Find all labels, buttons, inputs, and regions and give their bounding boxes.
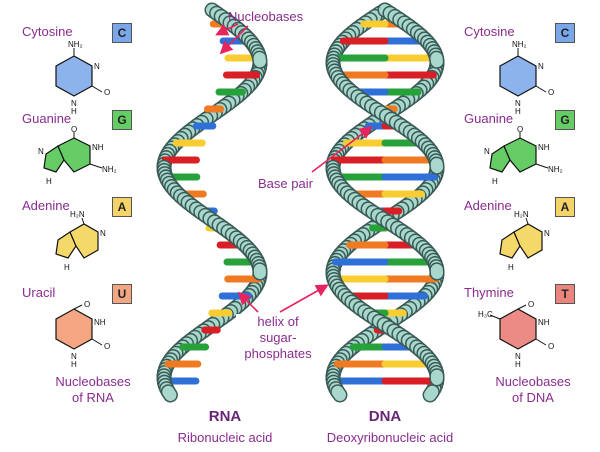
adenine-structure-left: H₂N N H xyxy=(55,210,106,272)
dna-base-rungs xyxy=(329,20,441,385)
cytosine-structure-left: NH₂ N O N H xyxy=(55,40,110,116)
nucleobases-arrow-1 xyxy=(215,23,239,36)
svg-text:N: N xyxy=(94,62,100,71)
svg-text:N: N xyxy=(38,147,44,156)
helix-arrow-rna xyxy=(237,291,259,313)
dna-caption-line2: of DNA xyxy=(512,390,554,405)
helix-label-line3: phosphates xyxy=(244,346,312,361)
svg-text:O: O xyxy=(517,125,523,134)
dna-backbone-segment-s1-119 xyxy=(424,385,439,401)
dna-subtitle: Deoxyribonucleic acid xyxy=(326,430,454,445)
left-adenine-label: Adenine xyxy=(22,198,70,213)
svg-text:N: N xyxy=(484,147,490,156)
svg-text:O: O xyxy=(71,125,77,134)
adenine-structure-right: H₂N N H xyxy=(499,210,550,272)
guanine-structure-left: O NH NH₂ N H xyxy=(38,125,117,186)
helix-label-line1: helix of xyxy=(257,314,299,329)
svg-text:NH₂: NH₂ xyxy=(68,40,83,49)
left-cytosine-label: Cytosine xyxy=(22,24,73,39)
right-cytosine-label: Cytosine xyxy=(464,24,515,39)
left-uracil-letter-badge: U xyxy=(112,284,132,304)
right-guanine-letter-badge: G xyxy=(555,110,575,130)
dna-backbone-segment-s0-119 xyxy=(331,385,346,401)
svg-text:H: H xyxy=(64,263,70,272)
svg-text:NH: NH xyxy=(94,318,106,327)
svg-text:H₂N: H₂N xyxy=(514,210,529,219)
guanine-structure-right: O NH NH₂ N H xyxy=(484,125,563,186)
dna-backbone-front xyxy=(325,2,445,403)
svg-text:H: H xyxy=(71,360,77,369)
left-uracil-label: Uracil xyxy=(22,285,56,300)
left-cytosine-letter-badge: C xyxy=(112,23,132,43)
svg-text:O: O xyxy=(104,342,110,351)
dna-nucleobases-caption: Nucleobases of DNA xyxy=(478,374,588,406)
left-guanine-label: Guanine xyxy=(22,111,72,126)
svg-text:NH₂: NH₂ xyxy=(548,165,563,174)
left-adenine-letter-badge: A xyxy=(112,197,132,217)
svg-text:NH: NH xyxy=(92,143,104,152)
dna-caption-line1: Nucleobases xyxy=(495,374,571,389)
svg-text:NH₂: NH₂ xyxy=(102,165,117,174)
svg-text:N: N xyxy=(544,229,550,238)
rna-subtitle: Ribonucleic acid xyxy=(177,430,273,445)
svg-text:H₃C: H₃C xyxy=(478,310,493,319)
svg-text:N: N xyxy=(515,352,521,361)
rna-title: RNA xyxy=(208,408,242,425)
nucleobases-label: Nucleobases xyxy=(228,9,304,24)
svg-text:O: O xyxy=(104,88,110,97)
svg-text:H: H xyxy=(492,177,498,186)
helix-label-line2: sugar- xyxy=(259,330,297,345)
dna-title: DNA xyxy=(368,408,402,425)
helix-label: helix of sugar- phosphates xyxy=(236,314,320,362)
svg-text:NH: NH xyxy=(538,143,550,152)
right-cytosine-letter-badge: C xyxy=(555,23,575,43)
rna-nucleobases-caption: Nucleobases of RNA xyxy=(38,374,148,406)
right-adenine-label: Adenine xyxy=(464,198,512,213)
svg-text:NH: NH xyxy=(538,318,550,327)
svg-text:H: H xyxy=(515,360,521,369)
svg-text:O: O xyxy=(528,300,534,309)
left-guanine-letter-badge: G xyxy=(112,110,132,130)
rna-backbone-front xyxy=(156,2,268,403)
svg-text:N: N xyxy=(515,99,521,108)
svg-text:N: N xyxy=(71,99,77,108)
svg-text:O: O xyxy=(84,300,90,309)
rna-caption-line2: of RNA xyxy=(72,390,114,405)
base-pair-arrow xyxy=(311,126,373,173)
right-thymine-letter-badge: T xyxy=(555,284,575,304)
svg-text:H: H xyxy=(508,263,514,272)
right-thymine-label: Thymine xyxy=(464,285,514,300)
cytosine-structure-right: NH₂ N O N H xyxy=(499,40,554,116)
svg-text:O: O xyxy=(548,342,554,351)
svg-text:H: H xyxy=(71,107,77,116)
svg-text:O: O xyxy=(548,88,554,97)
svg-text:N: N xyxy=(100,229,106,238)
right-adenine-letter-badge: A xyxy=(555,197,575,217)
svg-text:N: N xyxy=(538,62,544,71)
rna-backbone-segment-s0-119 xyxy=(162,385,177,401)
svg-text:N: N xyxy=(71,352,77,361)
right-guanine-label: Guanine xyxy=(464,111,514,126)
svg-text:NH₂: NH₂ xyxy=(512,40,527,49)
svg-text:H₂N: H₂N xyxy=(70,210,85,219)
svg-text:H: H xyxy=(515,107,521,116)
nucleobases-arrow-2 xyxy=(219,25,249,55)
uracil-structure-left: O NH O N H xyxy=(55,300,110,369)
thymine-structure-right: H₃C O NH O N H xyxy=(478,300,554,369)
base-pair-label: Base pair xyxy=(256,176,315,191)
svg-text:H: H xyxy=(46,177,52,186)
helix-arrow-dna xyxy=(279,284,329,313)
rna-caption-line1: Nucleobases xyxy=(55,374,131,389)
